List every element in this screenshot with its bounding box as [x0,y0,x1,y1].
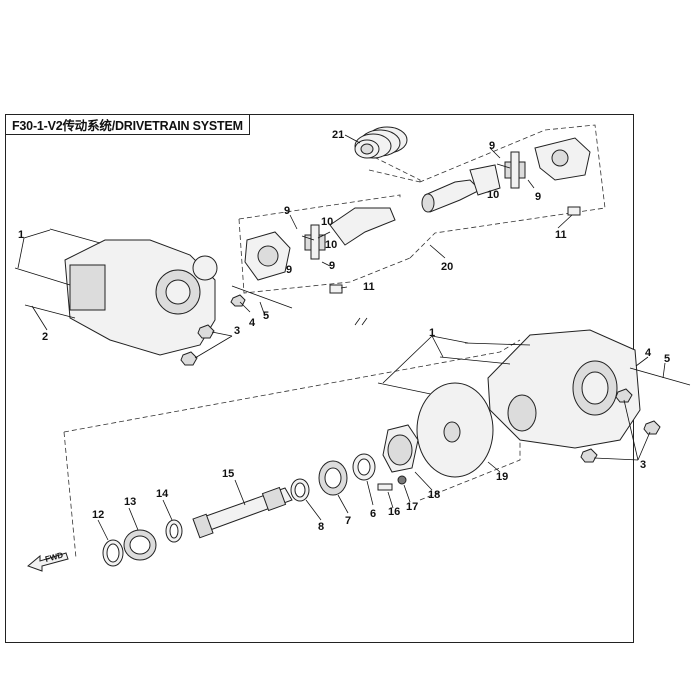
driveshaft-yoke-middle [329,207,396,246]
nuts-right [580,388,661,463]
small-bolt-and-washer [377,475,407,491]
long-bolts-left [14,228,101,319]
front-gearbox-housing [64,239,218,356]
callout-18: 18 [428,489,440,501]
callout-9: 9 [286,264,292,276]
callout-9: 9 [329,260,335,272]
flange-middle [244,231,291,281]
callout-9: 9 [489,140,495,152]
ring-8 [290,478,310,502]
callout-11: 11 [555,229,567,241]
callout-16: 16 [388,506,400,518]
callout-1: 1 [18,229,24,241]
callout-8: 8 [318,521,324,533]
nuts-left [180,294,246,366]
assembly-outline-rear [63,339,521,559]
callout-10: 10 [487,189,499,201]
u-joint-cross-upper [504,151,526,189]
bearing-13 [123,529,157,561]
stud-right [629,367,691,386]
callout-9: 9 [284,205,290,217]
stud-left [231,285,293,309]
hub-flange [382,424,419,473]
rear-gearbox-housing [487,329,641,449]
callout-5: 5 [263,310,269,322]
output-shaft [192,486,293,539]
callout-1: 1 [429,327,435,339]
brake-disc [416,382,494,478]
callout-10: 10 [321,216,333,228]
bearing-7 [318,460,348,496]
callout-3: 3 [234,325,240,337]
rubber-boot [354,126,408,159]
bolt-middle [329,284,343,294]
callout-15: 15 [222,468,234,480]
ring-14 [165,519,183,543]
assembly-outline-driveshaft [238,124,606,294]
ring-12 [102,539,124,567]
callout-7: 7 [345,515,351,527]
callout-14: 14 [156,488,169,500]
callout-21: 21 [332,129,344,141]
callout-5: 5 [664,353,670,365]
driveshaft-yoke-upper [421,164,501,213]
callout-12: 12 [92,509,104,521]
callout-9: 9 [535,191,541,203]
callout-11: 11 [363,281,375,293]
break-mark [354,317,368,326]
callout-4: 4 [249,317,256,329]
callout-labels: 21 9 10 9 10 9 11 20 9 11 9 1 2 4 3 5 1 … [18,129,670,533]
callout-13: 13 [124,496,136,508]
page-title: F30-1-V2传动系统/DRIVETRAIN SYSTEM [12,119,243,133]
callout-10: 10 [325,239,337,251]
callout-6: 6 [370,508,376,520]
leader-lines [17,134,666,541]
callout-4: 4 [645,347,652,359]
callout-20: 20 [441,261,453,273]
callout-17: 17 [406,501,418,513]
callout-19: 19 [496,471,508,483]
callout-2: 2 [42,331,48,343]
callout-3: 3 [640,459,646,471]
title-box: F30-1-V2传动系统/DRIVETRAIN SYSTEM [5,114,250,135]
forward-arrow-icon: FWD [27,550,69,572]
bolt-upper [567,206,581,216]
flange-yoke-upper [534,137,591,181]
seal-6 [352,453,376,481]
u-joint-cross-middle [304,224,326,260]
